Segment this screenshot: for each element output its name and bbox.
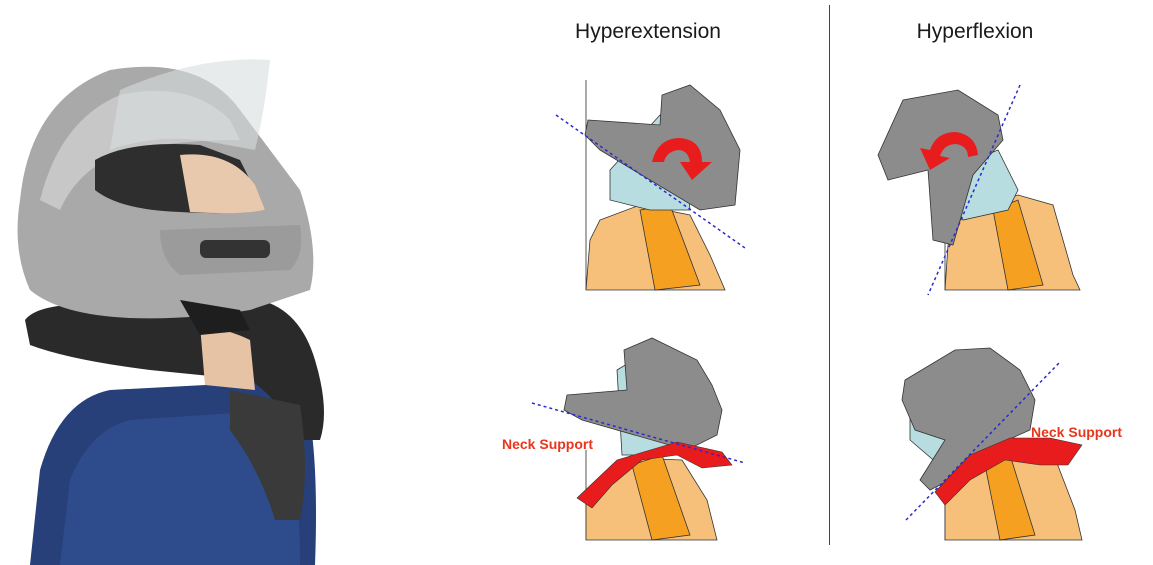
rider-photo: [0, 0, 360, 565]
hyperextension-title: Hyperextension: [518, 20, 778, 44]
column-divider: [829, 5, 830, 545]
hyperflexion-title: Hyperflexion: [845, 20, 1105, 44]
neck-support-label-left: Neck Support: [502, 436, 593, 452]
hyperflexion-support-diagram: [890, 330, 1120, 550]
neck-support-label-right: Neck Support: [1031, 424, 1122, 440]
hyperflexion-diagram: [868, 80, 1098, 300]
helmet: [564, 338, 722, 450]
hyperextension-diagram: [540, 80, 770, 300]
